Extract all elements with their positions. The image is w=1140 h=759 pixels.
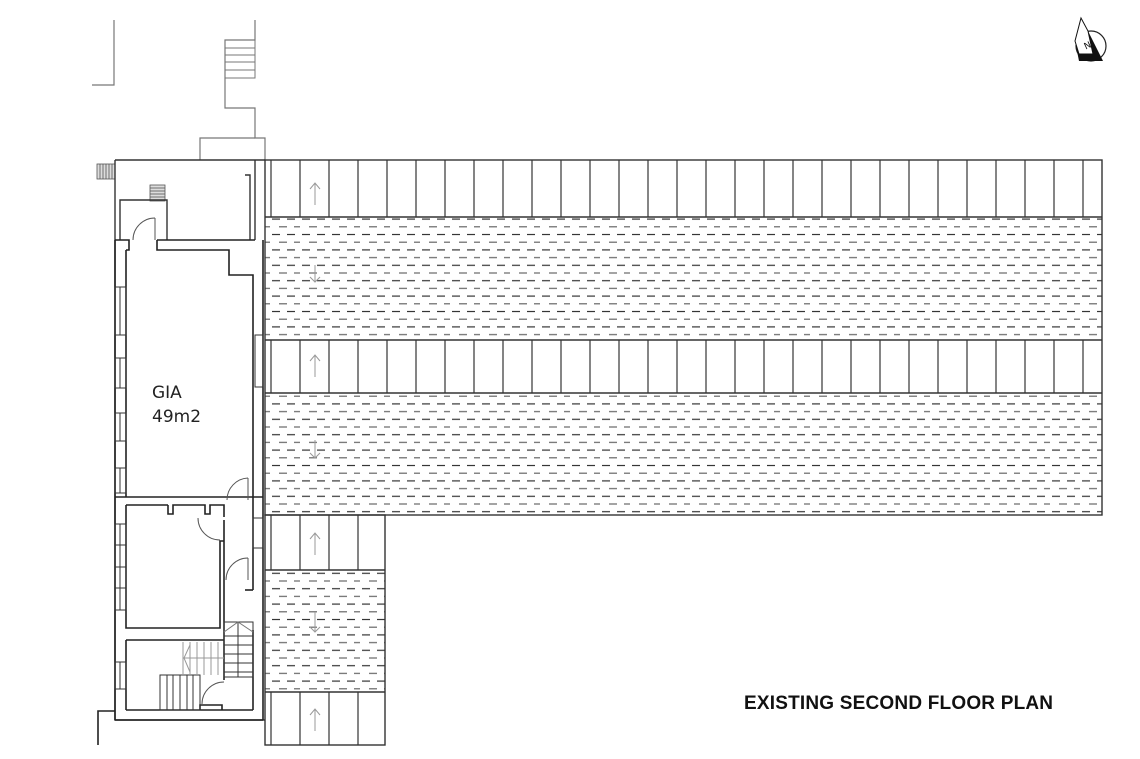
room-name: GIA — [152, 383, 182, 403]
small-stair-inner — [149, 184, 166, 202]
small-stair-left — [96, 163, 116, 180]
door-swings — [132, 217, 249, 705]
internal-staircase — [159, 621, 254, 711]
arrow-up-icon — [309, 532, 321, 555]
roof-main — [264, 159, 1103, 516]
external-stair — [224, 39, 256, 79]
arrow-up-icon — [309, 354, 321, 377]
room-label: GIA 49m2 — [152, 381, 201, 429]
room-area: 49m2 — [152, 407, 202, 427]
north-arrow-icon: N — [1074, 16, 1107, 62]
arrow-up-icon — [309, 708, 321, 731]
windows-left — [114, 286, 264, 690]
rafter-strip-top — [270, 160, 1084, 217]
drawing-title: EXISTING SECOND FLOOR PLAN — [744, 693, 1054, 714]
rafter-strip-middle — [270, 340, 1084, 393]
slope-arrows — [309, 182, 321, 731]
svg-text:N: N — [1083, 40, 1093, 52]
arrow-down-icon — [309, 265, 321, 283]
arrow-down-icon — [309, 612, 321, 633]
roof-lower-wing — [264, 514, 386, 746]
context-boundary — [92, 20, 266, 160]
arrow-down-icon — [309, 440, 321, 459]
arrow-up-icon — [309, 182, 321, 205]
